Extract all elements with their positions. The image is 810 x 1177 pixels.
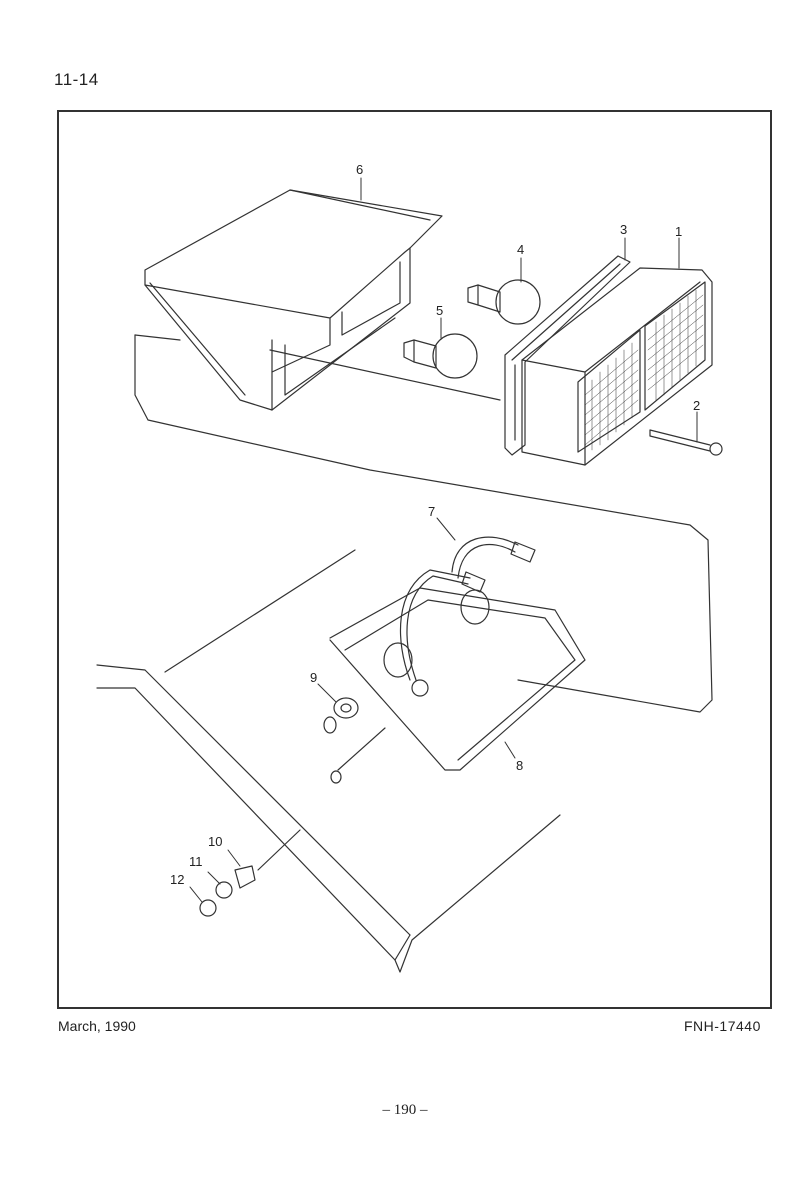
hardware-parts: [199, 829, 301, 917]
document-code: FNH-17440: [684, 1018, 761, 1034]
bulb-part-5: [403, 333, 478, 379]
callout-11: 11: [189, 854, 203, 869]
leader-lines: [189, 177, 698, 903]
callout-5: 5: [436, 303, 443, 318]
callout-12: 12: [170, 872, 184, 887]
callout-3: 3: [620, 222, 627, 237]
screw-part: [649, 429, 723, 456]
callout-6: 6: [356, 162, 363, 177]
callout-2: 2: [693, 398, 700, 413]
callout-7: 7: [428, 504, 435, 519]
lamp-housing-part: [144, 189, 443, 411]
clip-part: [330, 727, 386, 784]
callout-8: 8: [516, 758, 523, 773]
publication-date: March, 1990: [58, 1018, 136, 1034]
fender-body: [96, 549, 561, 973]
gasket-part: [504, 255, 631, 456]
grommet-part: [323, 697, 359, 734]
wire-harness-part: [399, 536, 536, 697]
callout-10: 10: [208, 834, 222, 849]
callout-4: 4: [517, 242, 524, 257]
lamp-lens-part: [521, 267, 713, 466]
bulb-part-4: [467, 279, 541, 325]
section-number: 11-14: [54, 70, 99, 89]
page-number: – 190 –: [382, 1102, 428, 1118]
callout-9: 9: [310, 670, 317, 685]
callout-1: 1: [675, 224, 682, 239]
diagram-frame: [57, 110, 772, 1009]
mounting-panel: [134, 334, 713, 713]
